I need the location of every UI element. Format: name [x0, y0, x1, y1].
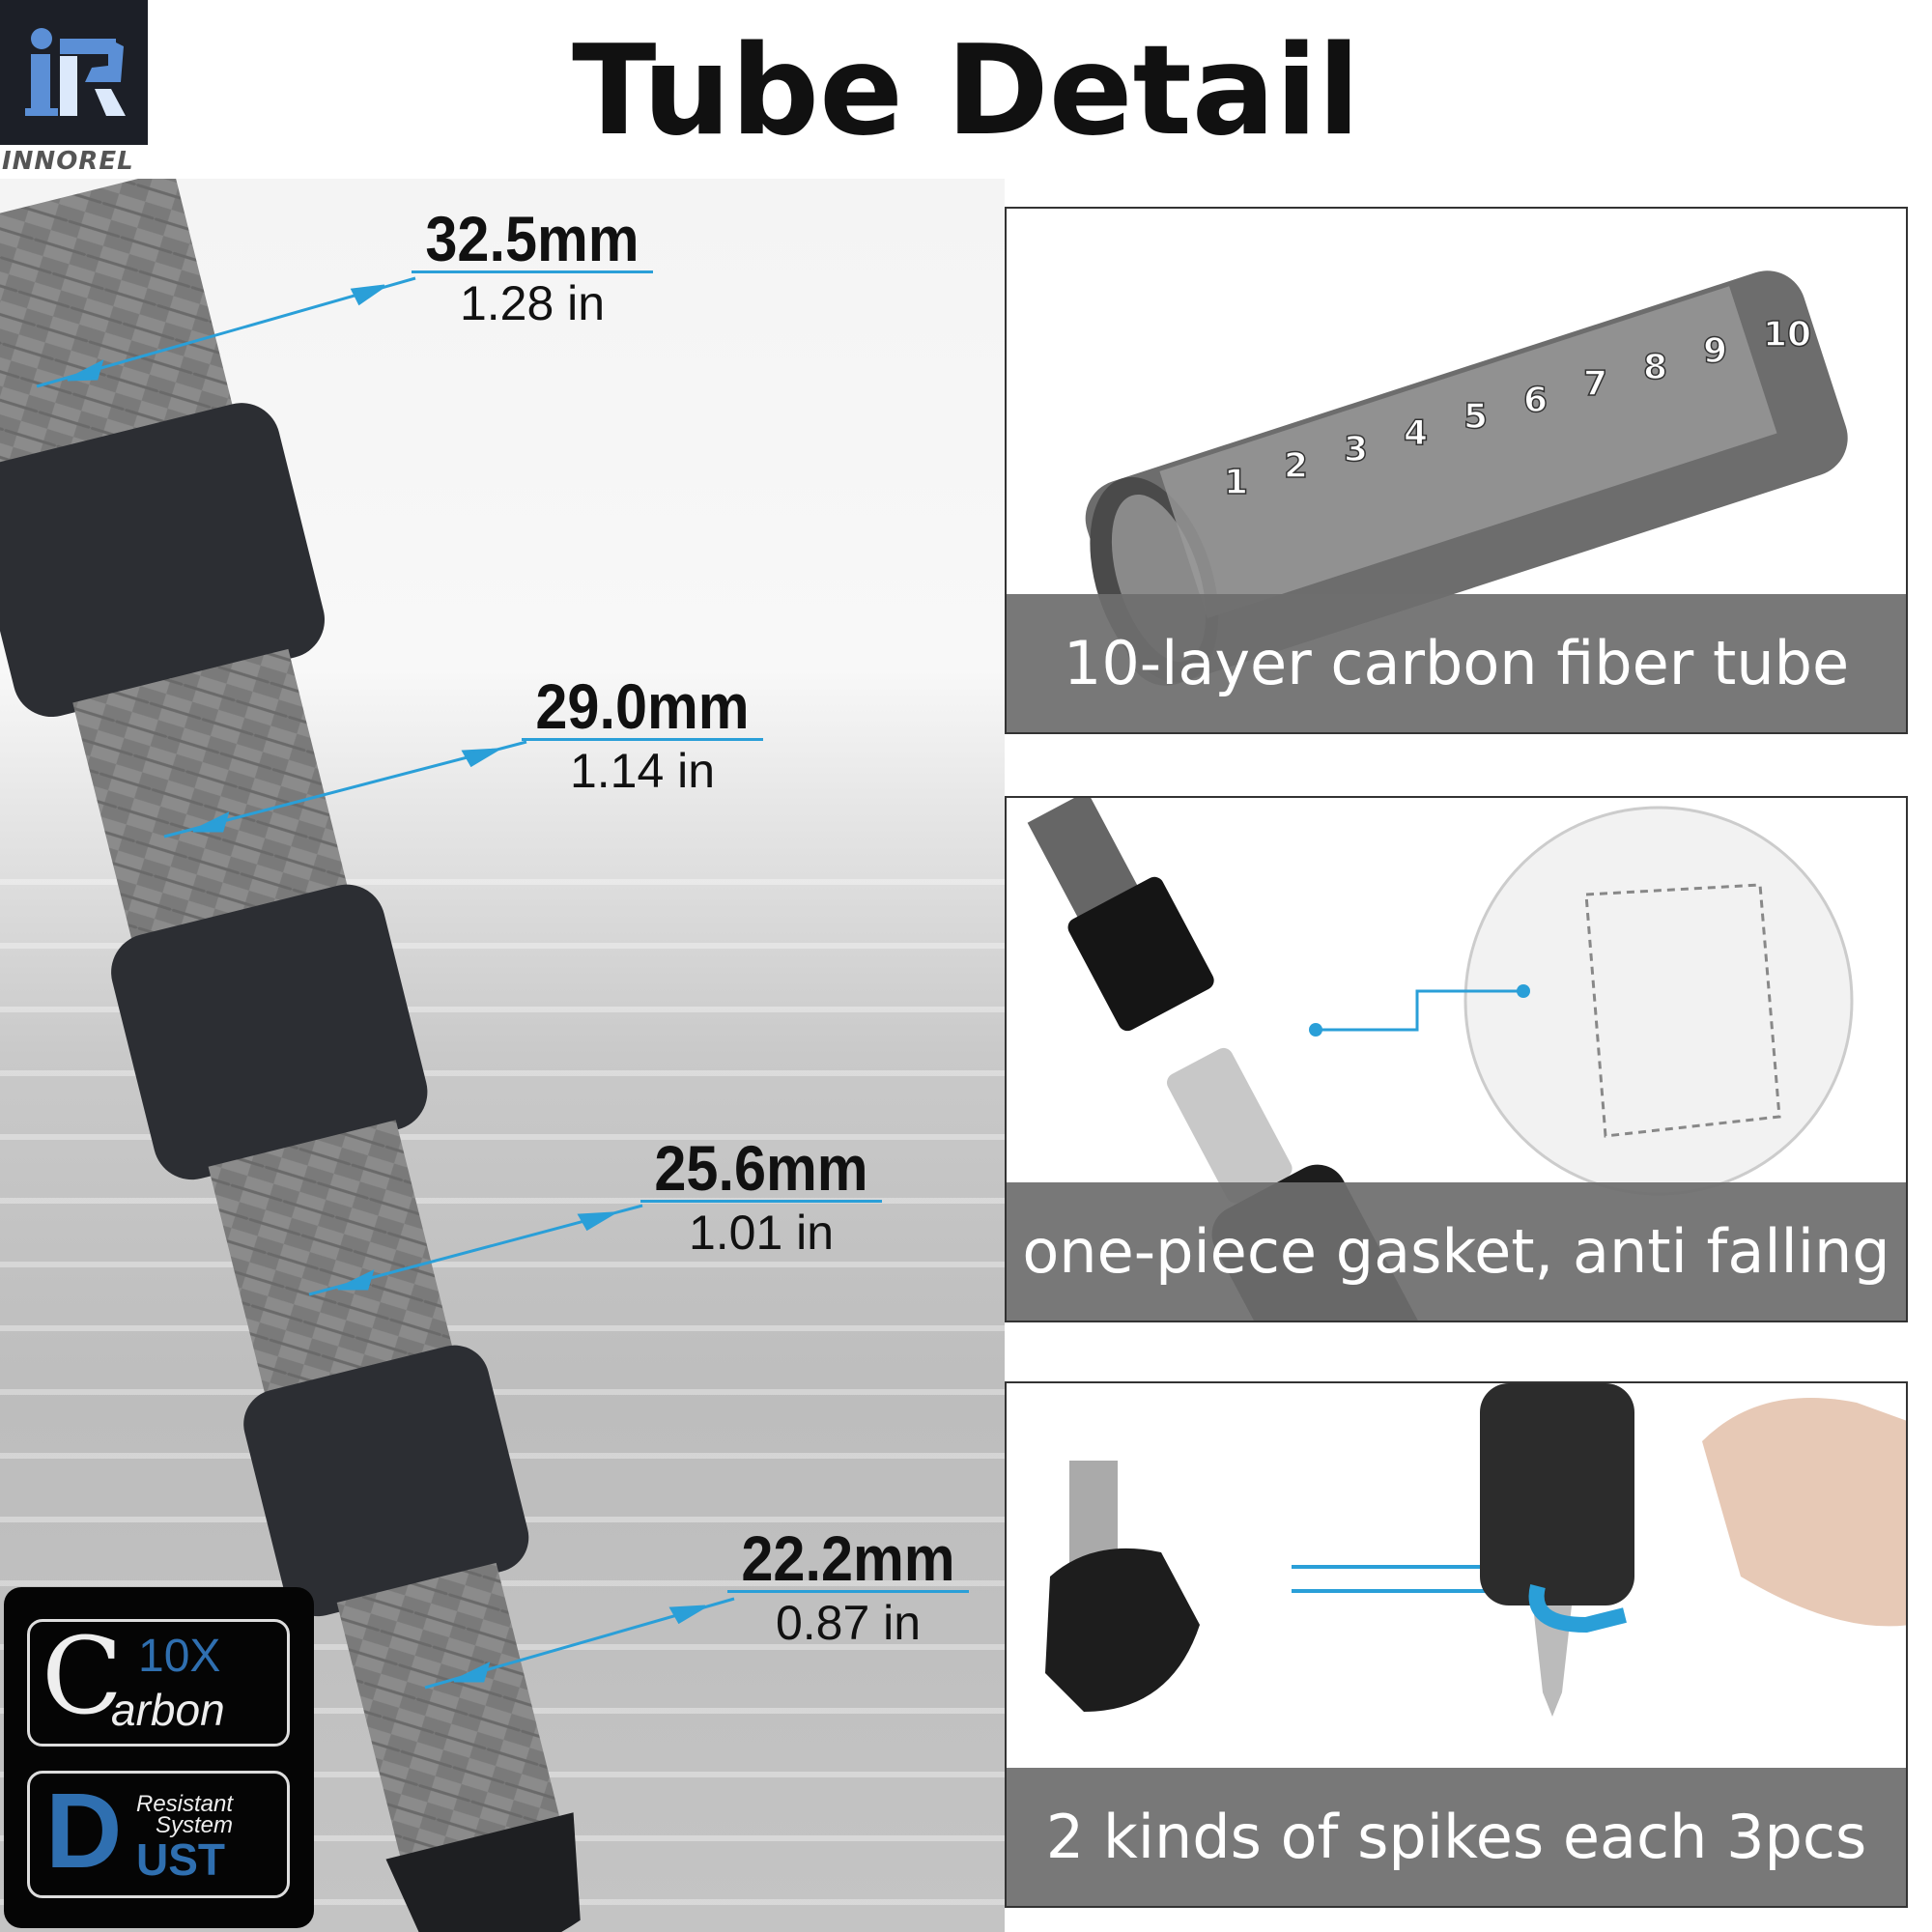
dust-badge-line2: System — [156, 1812, 234, 1838]
layer-number: 9 — [1703, 331, 1727, 371]
diameter-in: 1.01 in — [688, 1206, 835, 1260]
dust-badge-line1: Resistant — [136, 1791, 234, 1817]
layer-number: 7 — [1583, 364, 1607, 404]
diameter-mm: 32.5mm — [425, 203, 639, 274]
layer-number: 2 — [1284, 446, 1308, 486]
measurement-1: 32.5mm 1.28 in — [412, 207, 653, 327]
carbon-badge-letter: C — [42, 1614, 124, 1738]
tube-section-3 — [208, 1120, 462, 1430]
diameter-mm: 25.6mm — [654, 1132, 868, 1204]
measure-arrows — [36, 276, 735, 1690]
measurement-3: 25.6mm 1.01 in — [640, 1136, 882, 1257]
diameter-in: 0.87 in — [775, 1596, 922, 1650]
page-title: Tube Detail — [572, 19, 1360, 163]
caption-band: 2 kinds of spikes each 3pcs — [1007, 1768, 1906, 1906]
layer-number: 6 — [1523, 381, 1548, 420]
brand-name: INNOREL — [2, 147, 134, 176]
carbon-badge: C 10X arbon — [27, 1614, 290, 1747]
panel-gasket: one-piece gasket, anti falling — [1005, 796, 1908, 1322]
underline — [522, 738, 763, 741]
tripod-leg-illustration — [0, 179, 735, 1932]
carbon-badge-word: arbon — [111, 1685, 225, 1735]
measurement-2: 29.0mm 1.14 in — [522, 674, 763, 795]
layer-number: 4 — [1404, 413, 1428, 453]
layer-number: 10 — [1763, 315, 1811, 355]
spikes-illustration — [1045, 1383, 1906, 1717]
diameter-mm: 22.2mm — [741, 1522, 955, 1594]
dust-badge-word: UST — [136, 1834, 225, 1885]
brand-logo — [0, 0, 148, 145]
measurement-4: 22.2mm 0.87 in — [727, 1526, 969, 1647]
twist-lock-2 — [111, 884, 428, 1180]
layer-number: 5 — [1463, 397, 1488, 437]
panel-spikes: 2 kinds of spikes each 3pcs — [1005, 1381, 1908, 1908]
diameter-mm: 29.0mm — [535, 670, 750, 742]
diameter-in: 1.28 in — [459, 276, 606, 330]
diameter-in: 1.14 in — [569, 744, 716, 798]
underline — [412, 270, 653, 273]
carbon-badge-number: 10X — [138, 1631, 221, 1682]
layer-number: 8 — [1643, 348, 1667, 387]
dust-badge-letter: D — [45, 1772, 123, 1890]
caption-band: 10-layer carbon fiber tube — [1007, 594, 1906, 732]
layer-number: 3 — [1344, 430, 1368, 469]
rubber-foot — [385, 1812, 581, 1932]
underline — [727, 1590, 969, 1593]
underline — [640, 1200, 882, 1203]
caption-band: one-piece gasket, anti falling — [1007, 1182, 1906, 1321]
tube-section-4 — [336, 1562, 562, 1865]
feature-badges: C 10X arbon D Resistant System UST — [4, 1587, 314, 1928]
layer-number: 1 — [1224, 463, 1248, 502]
twist-lock-1 — [0, 403, 325, 718]
dust-badge: D Resistant System UST — [27, 1771, 290, 1898]
twist-lock-3 — [243, 1345, 529, 1617]
